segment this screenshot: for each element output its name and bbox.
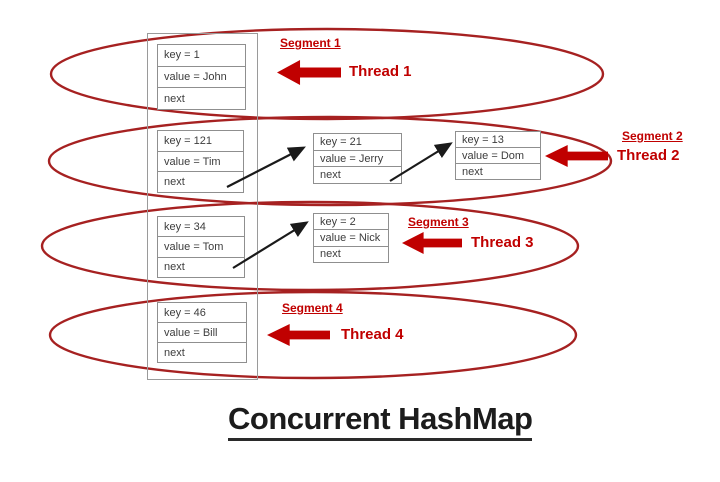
node-next: next bbox=[164, 92, 185, 105]
node-value: value = Tim bbox=[158, 152, 243, 173]
thread-4-arrow-icon bbox=[267, 324, 330, 346]
node-value: value = Tom bbox=[158, 237, 244, 258]
node-next: next bbox=[164, 261, 185, 274]
node-next: next bbox=[164, 176, 185, 189]
node-box-key-1: key = 1 value = John next bbox=[157, 44, 246, 110]
node-box-key-34: key = 34 value = Tom next bbox=[157, 216, 245, 278]
node-next: next bbox=[164, 346, 185, 359]
segment-1-label: Segment 1 bbox=[280, 36, 341, 50]
node-next: next bbox=[462, 165, 483, 178]
thread-3-label: Thread 3 bbox=[471, 234, 534, 251]
node-next: next bbox=[320, 248, 341, 261]
thread-3-arrow-icon bbox=[402, 232, 462, 254]
node-box-key-2: key = 2 value = Nick next bbox=[313, 213, 389, 263]
node-value: value = Bill bbox=[158, 323, 246, 343]
node-value: value = Jerry bbox=[314, 151, 401, 168]
node-box-key-21: key = 21 value = Jerry next bbox=[313, 133, 402, 184]
node-key: key = 34 bbox=[158, 217, 244, 238]
node-value: value = John bbox=[158, 67, 245, 89]
thread-4-label: Thread 4 bbox=[341, 326, 404, 343]
node-key: key = 13 bbox=[456, 132, 540, 148]
node-box-key-121: key = 121 value = Tim next bbox=[157, 130, 244, 193]
node-key: key = 121 bbox=[158, 131, 243, 152]
segment-3-label: Segment 3 bbox=[408, 215, 469, 229]
segment-2-label: Segment 2 bbox=[622, 129, 683, 143]
node-value: value = Nick bbox=[314, 230, 388, 247]
node-key: key = 1 bbox=[158, 45, 245, 67]
node-box-key-46: key = 46 value = Bill next bbox=[157, 302, 247, 363]
node-box-key-13: key = 13 value = Dom next bbox=[455, 131, 541, 180]
thread-2-arrow-icon bbox=[545, 145, 608, 167]
diagram-title: Concurrent HashMap bbox=[228, 401, 533, 441]
node-key: key = 2 bbox=[314, 214, 388, 231]
thread-2-label: Thread 2 bbox=[617, 147, 680, 164]
segment-4-label: Segment 4 bbox=[282, 301, 343, 315]
node-next: next bbox=[320, 169, 341, 182]
node-key: key = 21 bbox=[314, 134, 401, 151]
thread-1-label: Thread 1 bbox=[349, 63, 412, 80]
thread-1-arrow-icon bbox=[277, 60, 341, 85]
node-key: key = 46 bbox=[158, 303, 246, 323]
node-value: value = Dom bbox=[456, 148, 540, 164]
